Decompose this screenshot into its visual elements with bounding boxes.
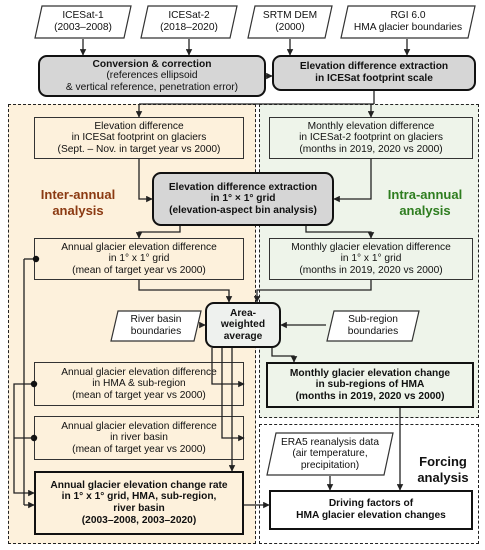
input-rgi: RGI 6.0 HMA glacier boundaries (340, 5, 476, 39)
intra-annual-label: Intra-annual analysis (387, 187, 463, 218)
input-icesat2-text: ICESat-2 (2018–2020) (160, 10, 218, 33)
river-basin-boundaries: River basin boundaries (110, 310, 202, 342)
extraction-footprint-box: Elevation difference extraction in ICESa… (272, 55, 476, 91)
extraction-grid-title: Elevation difference extraction in 1° × … (168, 181, 318, 205)
parallelogram-shape (110, 310, 202, 342)
area-weighted-box: Area-weighted average (205, 302, 281, 348)
era5-input: ERA5 reanalysis data (air temperature, p… (266, 432, 394, 476)
extraction-grid-detail: (elevation-aspect bin analysis) (169, 204, 317, 216)
parallelogram-shape (266, 432, 394, 476)
input-rgi-text: RGI 6.0 HMA glacier boundaries (353, 10, 463, 33)
era5-input-text: ERA5 reanalysis data (air temperature, p… (281, 436, 379, 471)
input-srtm-text: SRTM DEM (2000) (262, 10, 318, 33)
subregion-boundaries-text: Sub-region boundaries (347, 314, 399, 337)
parallelogram-shape (247, 5, 333, 39)
parallelogram-shape (34, 5, 132, 39)
conversion-detail: (references ellipsoid & vertical referen… (65, 70, 239, 93)
subregion-boundaries: Sub-region boundaries (326, 310, 420, 342)
input-srtm: SRTM DEM (2000) (247, 5, 333, 39)
annual-rate-box: Annual glacier elevation change rate in … (34, 471, 244, 535)
conversion-box: Conversion & correction (references elli… (38, 55, 266, 97)
annual-grid-box: Annual glacier elevation difference in 1… (34, 238, 244, 280)
forcing-label: Forcing analysis (417, 454, 469, 485)
driving-factors-box: Driving factors of HMA glacier elevation… (269, 490, 473, 530)
input-icesat2: ICESat-2 (2018–2020) (140, 5, 238, 39)
inter-annual-label: Inter-annual analysis (40, 187, 116, 218)
parallelogram-shape (326, 310, 420, 342)
elev-diff-icesat-box: Elevation difference in ICESat footprint… (34, 117, 244, 159)
monthly-diff-icesat2-box: Monthly elevation difference in ICESat-2… (269, 117, 473, 159)
monthly-grid-box: Monthly glacier elevation difference in … (269, 238, 473, 280)
input-icesat1-text: ICESat-1 (2003–2008) (54, 10, 112, 33)
annual-hma-box: Annual glacier elevation difference in H… (34, 362, 244, 406)
river-basin-boundaries-text: River basin boundaries (130, 314, 182, 337)
parallelogram-shape (140, 5, 238, 39)
conversion-title: Conversion & correction (92, 58, 212, 70)
parallelogram-shape (340, 5, 476, 39)
annual-river-box: Annual glacier elevation difference in r… (34, 416, 244, 460)
monthly-change-box: Monthly glacier elevation change in sub-… (266, 362, 474, 408)
input-icesat1: ICESat-1 (2003–2008) (34, 5, 132, 39)
extraction-grid-box: Elevation difference extraction in 1° × … (152, 172, 334, 226)
